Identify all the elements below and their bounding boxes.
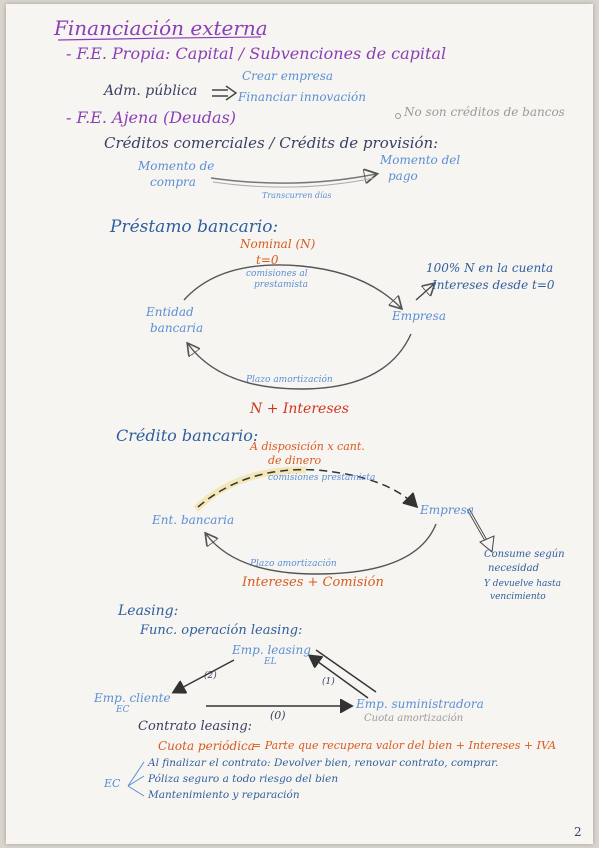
disposicion-label-1: A disposición x cant. <box>250 440 365 453</box>
arrow-label-0: (0) <box>270 709 286 722</box>
al-finalizar-line: Al finalizar el contrato: Devolver bien,… <box>148 757 499 769</box>
intereses-comision-label: Intereses + Comisión <box>242 575 384 590</box>
transcurren-dias-label: Transcurren días <box>262 191 332 200</box>
consume-label-3: Y devuelve hasta <box>484 579 562 589</box>
credito-bottom-arc <box>206 523 437 575</box>
handwritten-diagrams <box>57 36 495 797</box>
contrato-leasing-heading: Contrato leasing: <box>138 719 253 734</box>
page-number: 2 <box>574 825 582 839</box>
plazo-amortizacion-credito: Plazo amortización <box>250 559 337 569</box>
momento-pago-label-2: pago <box>388 169 418 183</box>
prestamo-heading: Préstamo bancario: <box>110 217 279 237</box>
no-son-creditos-note: No son créditos de bancos <box>404 105 565 119</box>
poliza-line: Póliza seguro a todo riesgo del bien <box>148 773 339 785</box>
plazo-amortizacion-prestamo: Plazo amortización <box>246 375 333 385</box>
notebook-page: Financiación externa - F.E. Propia: Capi… <box>6 4 593 844</box>
ent-bancaria-label: Ent. bancaria <box>152 513 235 527</box>
fe-ajena-line: - F.E. Ajena (Deudas) <box>66 108 237 127</box>
prestamo-top-arc <box>183 264 401 308</box>
note-bullet-icon <box>395 113 401 119</box>
credito-heading: Crédito bancario: <box>116 426 259 445</box>
compra-pago-arrow <box>210 174 376 184</box>
nominal-label: Nominal (N) <box>240 237 316 251</box>
creditos-comerciales-heading: Créditos comerciales / Crédits de provis… <box>104 134 439 152</box>
fe-propia-line: - F.E. Propia: Capital / Subvenciones de… <box>66 44 447 63</box>
ec-side-label: EC <box>104 777 121 790</box>
momento-compra-label-1: Momento de <box>138 159 215 173</box>
prestamo-bottom-arc <box>188 333 412 390</box>
entidad-label-2: bancaria <box>150 321 204 335</box>
empresa-label-prestamo: Empresa <box>392 309 446 323</box>
leasing-heading: Leasing: <box>118 603 179 619</box>
page-title: Financiación externa <box>54 16 268 40</box>
n100-label-1: 100% N en la cuenta <box>426 261 554 275</box>
arrow-label-1: (1) <box>322 677 335 687</box>
ec-bracket <box>127 761 145 797</box>
emp-cliente-label: Emp. cliente <box>94 691 171 705</box>
arrow-label-2: (2) <box>204 671 217 681</box>
cuota-periodica-equation: = Parte que recupera valor del bien + In… <box>252 739 557 752</box>
consume-label-2: necesidad <box>488 563 539 574</box>
func-leasing-heading: Func. operación leasing: <box>140 623 303 638</box>
momento-pago-label-1: Momento del <box>380 153 461 167</box>
comisiones-prestamista-1: comisiones al <box>246 269 308 279</box>
adm-publica-label: Adm. pública <box>104 83 198 99</box>
n100-label-2: Intereses desde t=0 <box>432 278 555 292</box>
momento-compra-label-2: compra <box>150 175 196 189</box>
comisiones-prestamista-credito: comisiones prestamista <box>268 473 376 483</box>
empresa-outflow-arrow <box>415 284 434 301</box>
cuota-amortizacion-label: Cuota amortización <box>364 713 464 724</box>
consume-label-1: Consume según <box>484 549 565 560</box>
adm-arrow-icon <box>212 85 238 101</box>
title-underline <box>57 36 262 41</box>
cuota-periodica-label: Cuota periódica <box>158 739 255 753</box>
leasing-arrow-2 <box>174 659 235 692</box>
disposicion-label-2: de dinero <box>268 454 322 467</box>
financiar-innovacion-label: Financiar innovación <box>238 90 367 104</box>
ec-label: EC <box>116 705 130 715</box>
leasing-arrow-1b <box>310 656 369 699</box>
empresa-label-credito: Empresa <box>420 503 474 517</box>
emp-suministradora-label: Emp. suministradora <box>356 697 484 711</box>
consume-label-4: vencimiento <box>490 592 546 602</box>
t0-label: t=0 <box>256 253 279 267</box>
el-label: EL <box>264 657 277 667</box>
entidad-label-1: Entidad <box>146 305 194 319</box>
comisiones-prestamista-2: prestamista <box>254 280 309 290</box>
leasing-arrow-1a <box>315 649 377 693</box>
emp-leasing-label: Emp. leasing <box>232 643 311 657</box>
n-intereses-label: N + Intereses <box>250 401 349 417</box>
mantenimiento-line: Mantenimiento y reparación <box>148 789 300 801</box>
crear-empresa-label: Crear empresa <box>242 69 334 83</box>
